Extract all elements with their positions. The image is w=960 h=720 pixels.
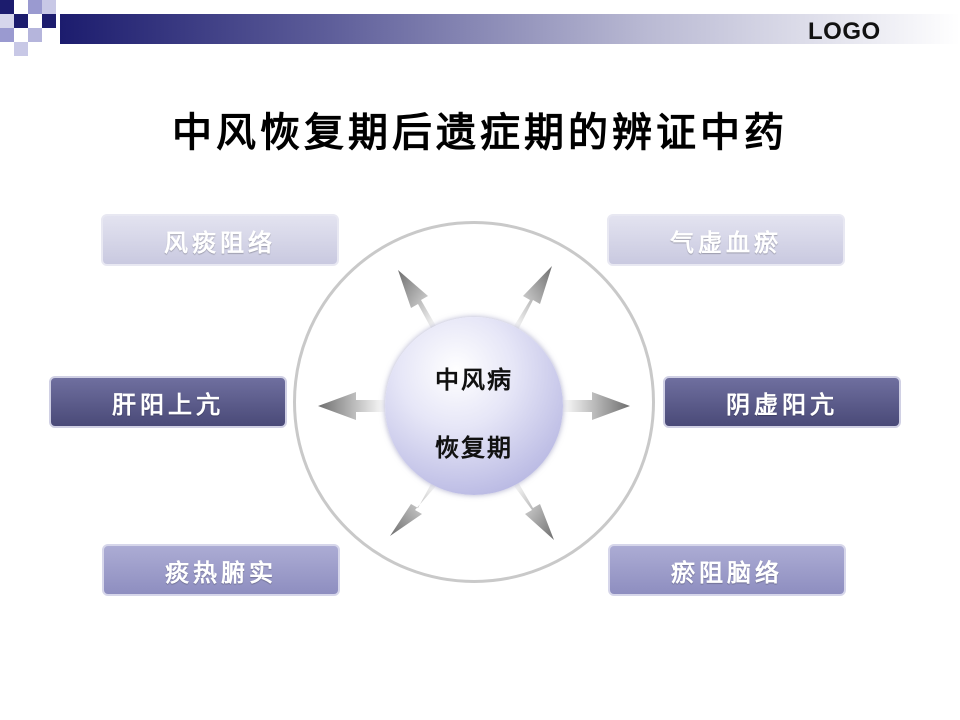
box-top-right: 气虚血瘀 <box>607 214 845 266</box>
box-top-left-label: 风痰阻络 <box>164 228 276 257</box>
header-decoration-square <box>0 14 14 28</box>
arrow-up-right <box>514 266 552 330</box>
header-decoration-square <box>0 28 14 42</box>
box-bottom-left-label: 痰热腑实 <box>165 558 277 587</box>
center-circle <box>385 317 563 495</box>
center-label-line1: 中风病 <box>435 366 513 394</box>
arrow-right <box>562 392 630 420</box>
box-bottom-right: 瘀阻脑络 <box>608 544 846 596</box>
page-title: 中风恢复期后遗症期的辨证中药 <box>172 110 788 156</box>
logo: LOGO <box>808 18 881 45</box>
header-decoration-square <box>14 0 28 14</box>
arrow-down-left <box>390 482 436 536</box>
arrow-down-right <box>514 482 554 540</box>
arrow-left <box>318 392 386 420</box>
box-middle-left: 肝阳上亢 <box>49 376 287 428</box>
center-label-line2: 恢复期 <box>435 434 513 462</box>
header-decoration-square <box>28 0 42 14</box>
header-decoration-square <box>28 14 42 28</box>
header-decoration-square <box>28 28 42 42</box>
header-decoration-square <box>42 0 56 14</box>
header-gradient-bar <box>60 14 960 44</box>
box-top-left: 风痰阻络 <box>101 214 339 266</box>
header-decoration-square <box>14 42 28 56</box>
box-middle-right: 阴虚阳亢 <box>663 376 901 428</box>
header-decoration-square <box>42 14 56 28</box>
box-middle-left-label: 肝阳上亢 <box>112 390 224 419</box>
box-bottom-left: 痰热腑实 <box>102 544 340 596</box>
box-bottom-right-label: 瘀阻脑络 <box>671 558 783 587</box>
box-top-right-label: 气虚血瘀 <box>670 228 782 257</box>
header-decoration-square <box>0 0 14 14</box>
arrow-up-left <box>398 270 436 330</box>
header-decoration-square <box>14 14 28 28</box>
box-middle-right-label: 阴虚阳亢 <box>726 390 838 419</box>
